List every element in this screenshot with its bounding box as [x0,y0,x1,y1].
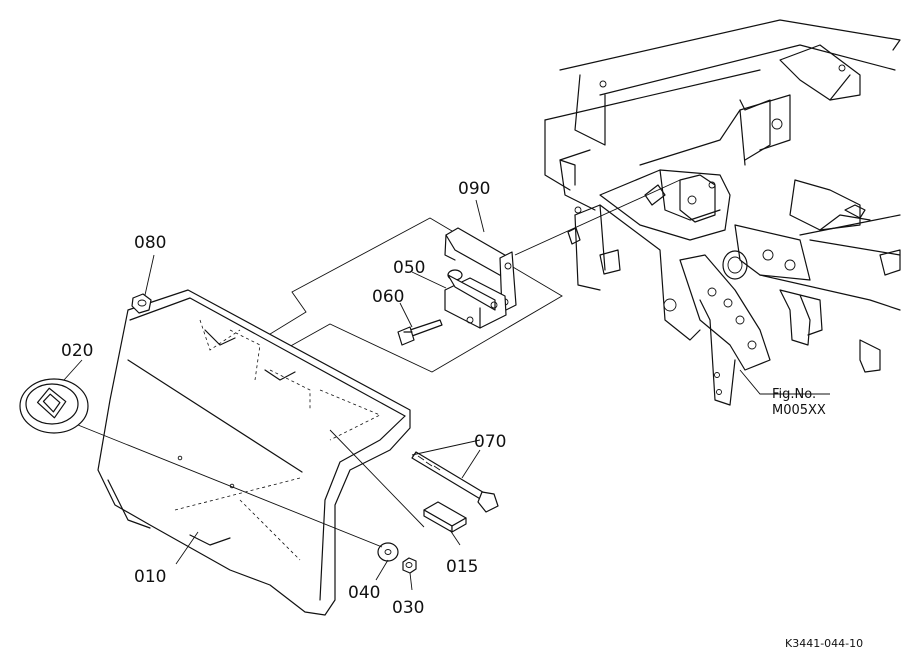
figure-ref-line2: M005XX [772,403,826,418]
centerline-bolt [329,429,425,528]
part-label-060: 060 [372,287,404,307]
cover-010 [97,289,411,616]
centerline-upper [514,179,681,256]
part-label-080: 080 [134,233,166,253]
part-label-020: 020 [61,341,93,361]
pivot-050 [444,269,507,329]
part-label-040: 040 [348,583,380,603]
centerline-lower [77,424,383,548]
nut-080 [131,293,152,314]
bolt-070 [411,451,499,513]
nut-030 [402,557,417,574]
frame-assembly [544,19,901,406]
centerline-right [411,439,481,456]
part-label-050: 050 [393,258,425,278]
drawing-code: K3441-044-10 [785,637,863,650]
part-label-010: 010 [134,567,166,587]
figure-ref-line1: Fig.No. [772,387,816,402]
part-label-030: 030 [392,598,424,618]
washer-040 [377,542,399,562]
bolt-060 [397,319,443,346]
part-label-070: 070 [474,432,506,452]
part-label-090: 090 [458,179,490,199]
part-label-015: 015 [446,557,478,577]
clip-015 [423,501,467,533]
emblem-020 [19,378,89,434]
leader-lines [63,199,830,591]
